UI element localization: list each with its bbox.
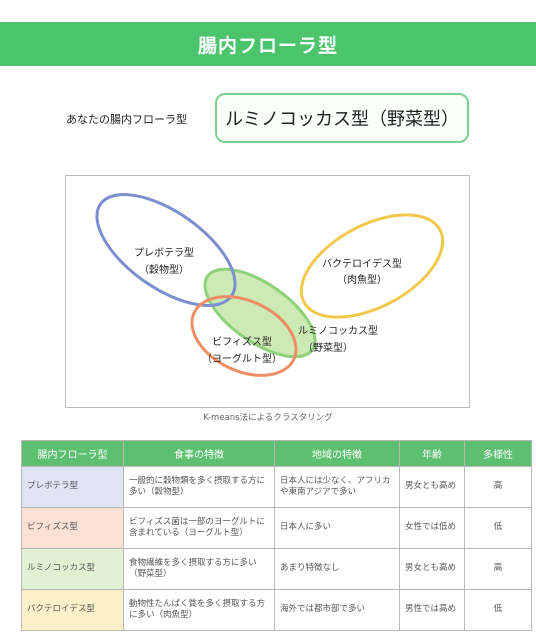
row-diversity: 低 — [464, 589, 532, 631]
row-age: 男女とも高め — [399, 466, 465, 508]
result-value: ルミノコッカス型（野菜型） — [225, 109, 459, 130]
page-title: 腸内フローラ型 — [197, 34, 338, 57]
row-type: プレボテラ型 — [21, 466, 124, 508]
row-diet: 一般的に穀物類を多く摂取する方に多い（穀物型） — [123, 466, 275, 508]
table-header-diet: 食事の特徴 — [123, 440, 275, 467]
cluster-label-ruminococcus-sub: （野菜型） — [303, 341, 353, 354]
cluster-label-bifidus-name: ビフィズス型 — [212, 335, 272, 348]
row-region: あまり特徴なし — [274, 548, 400, 590]
table-row: プレボテラ型 一般的に穀物類を多く摂取する方に多い（穀物型） 日本人には少なく、… — [21, 466, 532, 508]
row-diet: 動物性たんぱく質を多く摂取する方に多い（肉魚型） — [123, 589, 275, 631]
table-header-region: 地域の特徴 — [274, 440, 400, 467]
table-row: バクテロイデス型 動物性たんぱく質を多く摂取する方に多い（肉魚型） 海外では都市… — [21, 589, 532, 631]
cluster-ellipse-bifidus — [190, 295, 298, 377]
table-row: ビフィズス型 ビフィズス菌は一部のヨーグルトに含まれている（ヨーグルト型） 日本… — [21, 507, 532, 549]
table-row: ルミノコッカス型 食物繊維を多く摂取する方に多い（野菜型） あまり特徴なし 男女… — [21, 548, 532, 590]
row-type: バクテロイデス型 — [21, 589, 124, 631]
cluster-diagram-svg: プレボテラ型 （穀物型） バクテロイデス型 （肉魚型） ビフィズス型 （ヨーグル… — [95, 193, 445, 377]
cluster-label-bacteroides-sub: （肉魚型） — [337, 273, 387, 286]
flora-table: 腸内フローラ型 食事の特徴 地域の特徴 年齢 多様性 プレボテラ型 一般的に穀物… — [21, 440, 532, 631]
row-age: 男女とも高め — [399, 548, 465, 590]
cluster-label-prevotella-name: プレボテラ型 — [134, 246, 194, 259]
cluster-label-ruminococcus-name: ルミノコッカス型 — [298, 324, 378, 337]
table-header-row: 腸内フローラ型 食事の特徴 地域の特徴 年齢 多様性 — [21, 440, 532, 467]
row-type: ルミノコッカス型 — [21, 548, 124, 590]
row-diet: ビフィズス菌は一部のヨーグルトに含まれている（ヨーグルト型） — [123, 507, 275, 549]
result-label: あなたの腸内フローラ型 — [66, 113, 187, 126]
result-value-box: ルミノコッカス型（野菜型） — [215, 93, 469, 143]
cluster-label-bacteroides-name: バクテロイデス型 — [322, 257, 402, 270]
cluster-ellipse-bacteroides — [299, 213, 445, 319]
table-header-diversity: 多様性 — [464, 440, 532, 467]
row-diet: 食物繊維を多く摂取する方に多い（野菜型） — [123, 548, 275, 590]
row-region: 日本人に多い — [274, 507, 400, 549]
row-type: ビフィズス型 — [21, 507, 124, 549]
cluster-diagram: プレボテラ型 （穀物型） バクテロイデス型 （肉魚型） ビフィズス型 （ヨーグル… — [65, 175, 470, 408]
row-diversity: 高 — [464, 548, 532, 590]
diagram-caption: K-means法によるクラスタリング — [203, 413, 333, 423]
cluster-label-prevotella-sub: （穀物型） — [139, 263, 189, 276]
row-region: 日本人には少なく、アフリカや東南アジアで多い — [274, 466, 400, 508]
row-region: 海外では都市部で多い — [274, 589, 400, 631]
cluster-label-bifidus-sub: （ヨーグルト型） — [202, 352, 282, 365]
row-diversity: 高 — [464, 466, 532, 508]
page-header: 腸内フローラ型 — [0, 22, 536, 66]
table-header-type: 腸内フローラ型 — [21, 440, 124, 467]
row-diversity: 低 — [464, 507, 532, 549]
row-age: 男性では高め — [399, 589, 465, 631]
table-header-age: 年齢 — [399, 440, 465, 467]
row-age: 女性では低め — [399, 507, 465, 549]
